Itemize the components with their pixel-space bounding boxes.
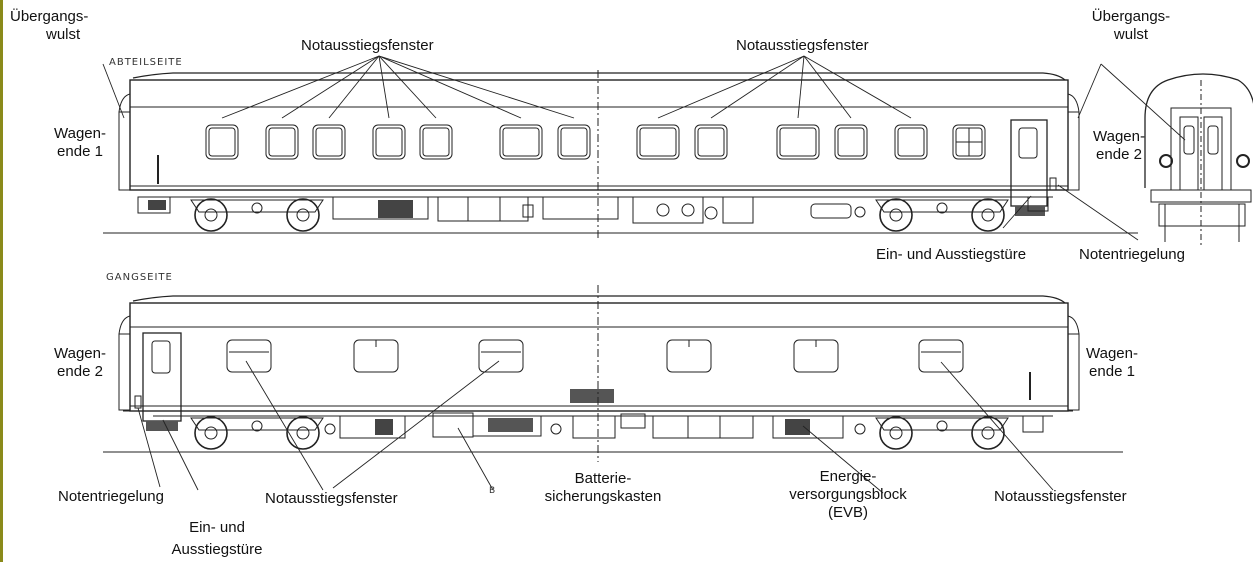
bottom-underframe xyxy=(123,389,1073,439)
gangseite-label: GANGSEITE xyxy=(106,272,173,283)
wagenende-1-top-label: Wagen- ende 1 xyxy=(54,125,106,160)
wagenende-1-bottom-label: Wagen- ende 1 xyxy=(1086,345,1138,380)
notentriegelung-top-label: Notentriegelung xyxy=(1079,246,1185,263)
bottom-door xyxy=(142,332,182,431)
abteilseite-label: ABTEILSEITE xyxy=(109,57,183,68)
notausstiegsfenster-bottom-mid-label: Notausstiegsfenster xyxy=(265,490,398,507)
marker-b-label: B xyxy=(489,486,496,496)
top-bogies xyxy=(190,198,1009,232)
uebergangswulst-right-label: Übergangs- wulst xyxy=(1091,8,1171,43)
ein-und-ausstiegstuere-bottom-label: Ein- und Ausstiegstüre xyxy=(171,519,263,558)
leader-lines xyxy=(102,55,1186,494)
railcar-drawing xyxy=(102,55,1253,494)
wagenende-2-bottom-label: Wagen- ende 2 xyxy=(54,345,106,380)
end-view xyxy=(1144,73,1253,245)
batteriesicherungskasten-label: Batterie- sicherungskasten xyxy=(544,470,662,505)
bottom-windows xyxy=(226,339,964,373)
top-door xyxy=(1010,119,1048,216)
notentriegelung-bottom-label: Notentriegelung xyxy=(58,488,164,505)
notausstiegsfenster-top-right-label: Notausstiegsfenster xyxy=(736,37,869,54)
top-windows xyxy=(205,124,986,160)
ein-und-ausstiegstuere-top-label: Ein- und Ausstiegstüre xyxy=(876,246,1027,263)
notausstiegsfenster-top-left-label: Notausstiegsfenster xyxy=(301,37,434,54)
bottom-bogies xyxy=(190,416,1009,450)
uebergangswulst-left-label: Übergangs- wulst xyxy=(10,8,89,43)
wagenende-2-top-label: Wagen- ende 2 xyxy=(1093,128,1145,163)
notausstiegsfenster-bottom-right-label: Notausstiegsfenster xyxy=(994,488,1127,505)
top-car-body xyxy=(118,72,1080,191)
energieversorgungsblock-label: Energie- versorgungsblock (EVB) xyxy=(789,468,907,521)
